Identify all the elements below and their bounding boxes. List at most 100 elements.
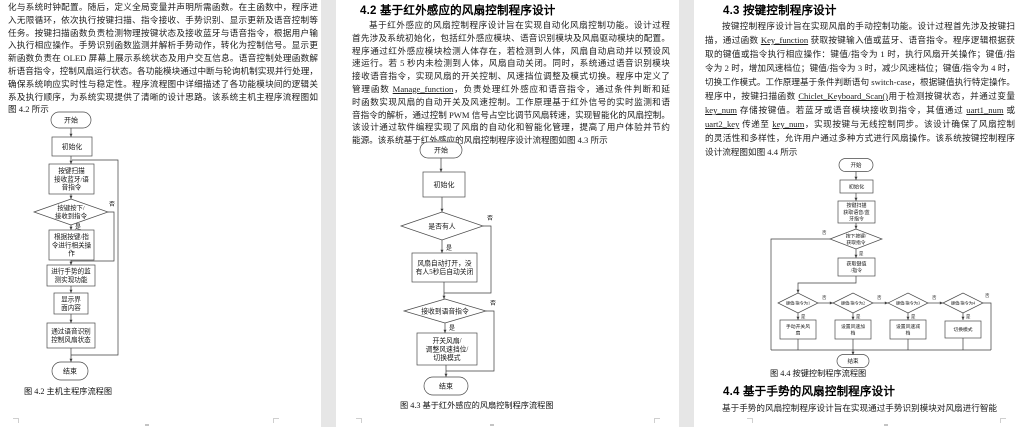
branch-label: 是 [446,245,452,252]
flowchart-node-process [779,319,817,340]
text-run: 新函数负责在 OLED 屏幕上展示系统状态及用户交互信息。语音控制处理函数解 [8,53,318,64]
section-heading: 4.3 按键控制程序设计 [723,5,837,17]
text-run: 设计流程图如图 4.4 所示 [705,147,798,157]
text-run: 或 [1003,105,1015,115]
flowchart-node-decision [32,198,110,226]
flowchart-connector [983,302,992,350]
branch-label: 否 [932,295,937,301]
flowchart-node-decision [402,298,488,324]
flowchart-node-process [839,179,874,194]
text-run: 基于红外感应的风扇控制程序设计旨在实现自动化风扇控制功能。设计过程 [369,20,670,30]
text-margin-mark [273,418,279,423]
flowchart-node-process [422,171,466,198]
text-run: 的灵活性和多样性，允许用户通过多种方式进行风扇操作。该系统按键控制程序 [705,133,1015,143]
paragraph: 化与系统时钟配置。随后，定义全局变量并声明所需函数。在主函数中，程序进入无限循环… [8,1,318,116]
flowchart-node-label: 开始 [64,115,78,124]
arrowhead [440,208,444,212]
text-line: 取的键值或指令执行相应操作：键值/指令为 1 时，执行风扇开关操作；键值/指 [705,47,1015,61]
flowchart-node-label: 按下按键/获取指令 [846,232,867,245]
text-run: 入无限循环，依次执行按键扫描、指令接收、手势识别、显示更新及语音控制等 [8,14,318,25]
text-line: uart2_key 传递至 key_num，实现按键与无线控制同步。该设计确保了… [705,117,1015,131]
flowchart-node-process [411,252,478,283]
flowchart-node-process [48,229,95,261]
branch-label: 是 [911,314,916,320]
text-line: 速运行。若 5 秒内未检测到人体，风扇自动关闭。同时，系统通过语音识别模块 [352,57,670,70]
text-line: 设计流程图如图 4.4 所示 [705,145,1015,159]
arrowhead [961,316,965,320]
text-line: 的灵活性和多样性，允许用户通过多种方式进行风扇操作。该系统按键控制程序 [705,131,1015,145]
text-margin-mark [356,418,362,423]
text-run: 取的键值或指令执行相应操作：键值/指令为 1 时，执行风扇开关操作；键值/指 [705,49,1015,59]
branch-label: 是 [449,325,455,332]
figure-caption: 图 4.4 按键控制程序流程图 [770,369,867,378]
flowchart-node-label: 风扇自动打开，没有人5秒后自动关闭 [416,259,474,276]
text-run: 系及执行顺序，为系统实现提供了清晰的设计思路。该系统主机主程序流程图如 [8,91,318,102]
branch-label: 否 [877,295,882,301]
arrowhead [69,358,73,362]
text-line: 时函数实现风扇的自动开关及风速控制。工作原理基于红外信号的实时监测和语 [352,96,670,109]
flowchart-node-terminal [51,361,89,381]
text-line: 音指令的解析，通过控制 PWM 信号占空比调节风扇转速，实现智能化的风扇控制。 [352,109,670,122]
arrowhead [69,319,73,323]
flowchart-connector [446,310,495,372]
branch-label: 否 [822,230,827,236]
code-token: uart2_key [705,119,740,129]
branch-label: 是 [966,314,971,320]
text-line: 任务。按键扫描函数负责检测物理按键状态及接收蓝牙与语音指令，根据用户输 [8,27,318,40]
flowchart-connector [444,225,492,294]
text-run: 任务。按键扫描函数负责检测物理按键状态及接收蓝牙与语音指令，根据用户输 [8,27,318,38]
section-heading: 4.4 基于手势的风扇控制程序设计 [723,386,896,398]
page-2: 4.2 基于红外感应的风扇控制程序设计基于红外感应的风扇控制程序设计旨在实现自动… [336,0,679,427]
arrowhead [854,176,858,180]
arrowhead [442,295,446,299]
text-line: 新函数负责在 OLED 屏幕上展示系统状态及用户交互信息。语音控制处理函数解 [8,52,318,65]
text-run: 接收语音指令，实现风扇的开关控制、风速挡位调整及模式切换。程序中定义了 [352,71,670,82]
flowchart-node-process [48,163,95,195]
flowchart-node-process [416,332,478,366]
text-run: 入执行相应操作。手势识别函数监测并解析手势动作，转化为控制信号。显示更 [8,40,318,51]
text-run: ，负责处理红外感应和语音指令，通过条件判断和延 [453,83,670,94]
text-line: 确保系统响应实时性与稳定性。程序流程图中详细描述了各功能模块间的逻辑关 [8,78,318,91]
flowchart-node-label: 是否有人 [428,221,455,230]
code-token: Key_function [760,35,809,45]
text-line: 程序中，按键扫描函数 Chiclet_Keyboard_Scan()用于检测按键… [705,89,1015,103]
flowchart-node-label: 结束 [439,381,453,390]
flowchart-node-label: 根据按键/指令进行相关操作 [52,232,92,257]
branch-label: 是 [856,314,861,320]
page-gap [321,0,336,427]
text-line: 图 4.2 所示 [8,103,318,116]
flowchart-node-label: 按键按下/接收到指令 [55,203,88,220]
flowchart-node-label: 按键扫描接收蓝牙/语音指令 [54,166,89,191]
code-token: Manage_function [392,83,454,94]
figure-caption: 图 4.2 主机主程序流程图 [24,387,113,396]
text-line: 首先涉及系统初始化，包括红外感应模块、语音识别模块及风扇驱动模块的配置。 [352,32,670,45]
flowchart-node-terminal [836,354,870,368]
text-run: 程序通过红外感应模块检测人体存在，若检测到人体，风扇自动启动并以预设风 [352,45,670,56]
flowchart-connector [770,238,830,350]
flowchart-node-decision [777,292,819,314]
section-heading: 4.2 基于红外感应的风扇控制程序设计 [360,5,556,17]
arrowhead [854,254,858,258]
flowchart-node-label: 结束 [847,357,859,365]
arrowhead [69,289,73,293]
text-margin-mark [13,418,19,423]
flowchart-node-process [837,257,876,277]
branch-label: 是 [859,251,864,257]
arrowhead [69,195,73,199]
text-margin-mark [747,418,753,423]
text-line: 该设计通过软件编程实现了风扇的自动化和智能化管理，提高了用户体验并节约 [352,121,670,134]
flowchart-node-decision [399,211,485,241]
flowchart-node-decision [887,292,929,314]
text-line: 化与系统时钟配置。随后，定义全局变量并声明所需函数。在主函数中，程序进 [8,1,318,14]
flowchart-node-process [51,136,93,157]
flowchart-node-label: 初始化 [434,180,455,189]
flowchart-node-process [53,292,89,315]
arrowhead [854,225,858,229]
text-margin-mark [1000,418,1006,423]
text-line: 描，通过函数 Key_function 获取按键输入值或蓝牙、语音指令。程序逻辑… [705,33,1015,47]
text-line: 能源。该系统基于红外感应的风扇控制程序设计流程图如图 4.3 所示 [352,134,670,147]
text-run: 速运行。若 5 秒内未检测到人体，风扇自动关闭。同时，系统通过语音识别模块 [352,58,670,69]
text-run: 图 4.2 所示 [8,104,49,115]
text-run: 化与系统时钟配置。随后，定义全局变量并声明所需函数。在主函数中，程序进 [8,2,318,12]
figure-caption: 图 4.3 基于红外感应的风扇控制程序流程图 [400,401,554,410]
